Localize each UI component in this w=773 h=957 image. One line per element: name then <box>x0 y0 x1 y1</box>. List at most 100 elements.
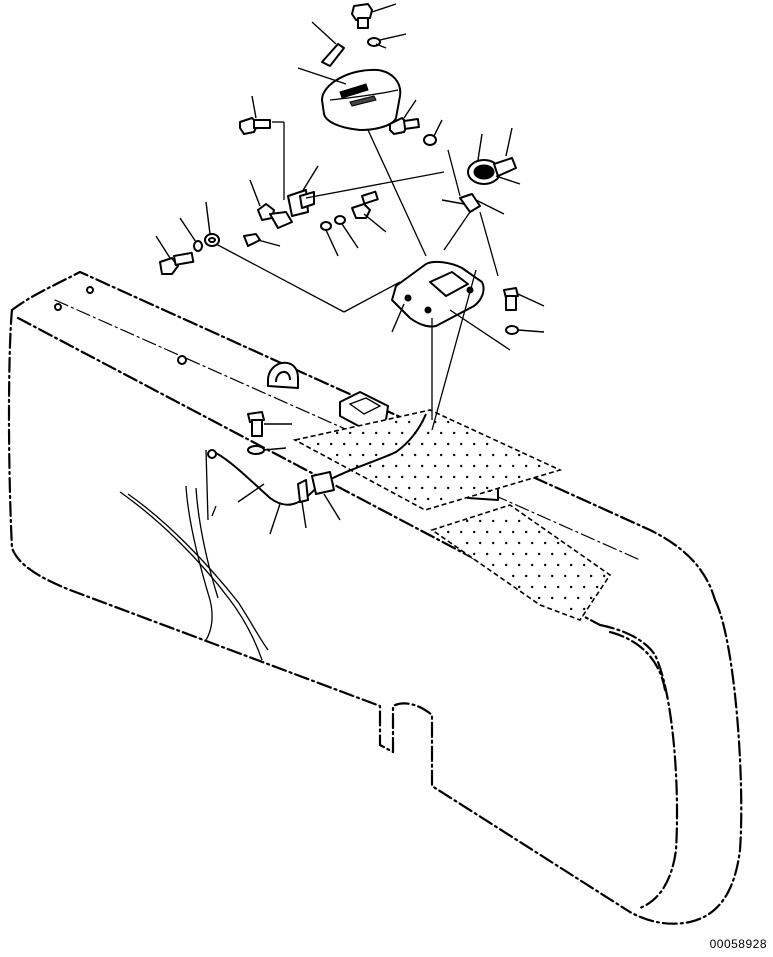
plate-dot <box>465 431 469 435</box>
bolt-left-top <box>239 95 271 135</box>
plate-dot <box>407 464 411 468</box>
plate-dot <box>348 431 352 435</box>
plate-dot <box>537 596 541 600</box>
plate-dot <box>329 442 333 446</box>
plate-dot <box>452 453 456 457</box>
plate-dot <box>556 563 560 567</box>
plate-dot <box>530 541 534 545</box>
plate-dot <box>407 442 411 446</box>
plate-dot <box>504 453 508 457</box>
clip <box>269 211 293 229</box>
plate-dot <box>348 453 352 457</box>
plate-dot <box>550 596 554 600</box>
plate-dot <box>472 530 476 534</box>
connector <box>441 193 505 215</box>
plate-dot <box>511 464 515 468</box>
plate-dot <box>446 420 450 424</box>
lamp-bulb-socket <box>467 127 521 185</box>
plate-dot <box>400 475 404 479</box>
plate-dot <box>491 519 495 523</box>
plate-dot <box>504 519 508 523</box>
plate-dot <box>537 464 541 468</box>
plate-dot <box>472 552 476 556</box>
wiring-harness <box>119 413 427 661</box>
plate-dot <box>504 541 508 545</box>
plate-dot <box>381 442 385 446</box>
leaders-misc <box>375 43 387 49</box>
plate-dot <box>504 563 508 567</box>
plate-dot <box>433 486 437 490</box>
plate-dot <box>387 431 391 435</box>
plate-dot <box>420 442 424 446</box>
plate-dot <box>485 552 489 556</box>
plate-dot <box>563 552 567 556</box>
plate-dot <box>335 431 339 435</box>
plate-dot <box>478 453 482 457</box>
plate-dot <box>400 431 404 435</box>
plate-dot <box>433 464 437 468</box>
plate-dot <box>485 442 489 446</box>
plate-dot <box>569 607 573 611</box>
plate-dot <box>420 464 424 468</box>
plate-dot <box>394 486 398 490</box>
plate-dot <box>576 596 580 600</box>
rubber-pad <box>311 21 345 67</box>
plate-dot <box>595 585 599 589</box>
plate-dot <box>355 442 359 446</box>
plate-dot <box>459 486 463 490</box>
plate-dot <box>589 574 593 578</box>
plate-dot <box>576 574 580 578</box>
washer-right-low <box>505 325 545 335</box>
plate-dot <box>374 475 378 479</box>
plate-dot <box>602 574 606 578</box>
drawing-number: 00058928 <box>709 937 767 951</box>
plate-dot <box>511 552 515 556</box>
plate-dot <box>563 574 567 578</box>
plate-dot <box>439 431 443 435</box>
washer-right <box>423 119 443 146</box>
plate-dot <box>368 442 372 446</box>
plate-dot <box>400 453 404 457</box>
assembly-lines <box>215 121 511 431</box>
plate-dot <box>394 464 398 468</box>
bolt-left-small <box>243 233 281 247</box>
plate-dot <box>465 453 469 457</box>
plate-dot <box>459 442 463 446</box>
plate-dot <box>426 497 430 501</box>
plate-dot <box>524 530 528 534</box>
plate-dot <box>465 541 469 545</box>
plate-dot <box>517 563 521 567</box>
plate-dot <box>439 497 443 501</box>
plate-dot <box>537 552 541 556</box>
plate-dot <box>485 464 489 468</box>
plate-dot <box>361 431 365 435</box>
plate-dot <box>439 475 443 479</box>
plate-dot <box>465 519 469 523</box>
plate-dot <box>472 486 476 490</box>
washer-left-1 <box>204 201 220 247</box>
plate-dot <box>524 574 528 578</box>
plate-dot <box>504 475 508 479</box>
plate-dot <box>426 475 430 479</box>
plate-dot <box>452 475 456 479</box>
plate-dot <box>342 442 346 446</box>
plate-dot <box>413 453 417 457</box>
lamp-housing <box>297 67 402 131</box>
plate-dot <box>394 420 398 424</box>
plate-dot <box>459 530 463 534</box>
plate-dot <box>491 563 495 567</box>
plate-dot <box>517 475 521 479</box>
plate-dot <box>530 563 534 567</box>
plate-dot <box>537 574 541 578</box>
plate-dot <box>537 530 541 534</box>
plate-dot <box>394 442 398 446</box>
plate-dot <box>517 519 521 523</box>
plate-dot <box>569 585 573 589</box>
plate-dot <box>439 453 443 457</box>
plate-dot <box>543 563 547 567</box>
bolt-mid <box>247 411 292 437</box>
plate-dot <box>413 475 417 479</box>
plate-dot <box>433 442 437 446</box>
plate-dot <box>426 453 430 457</box>
